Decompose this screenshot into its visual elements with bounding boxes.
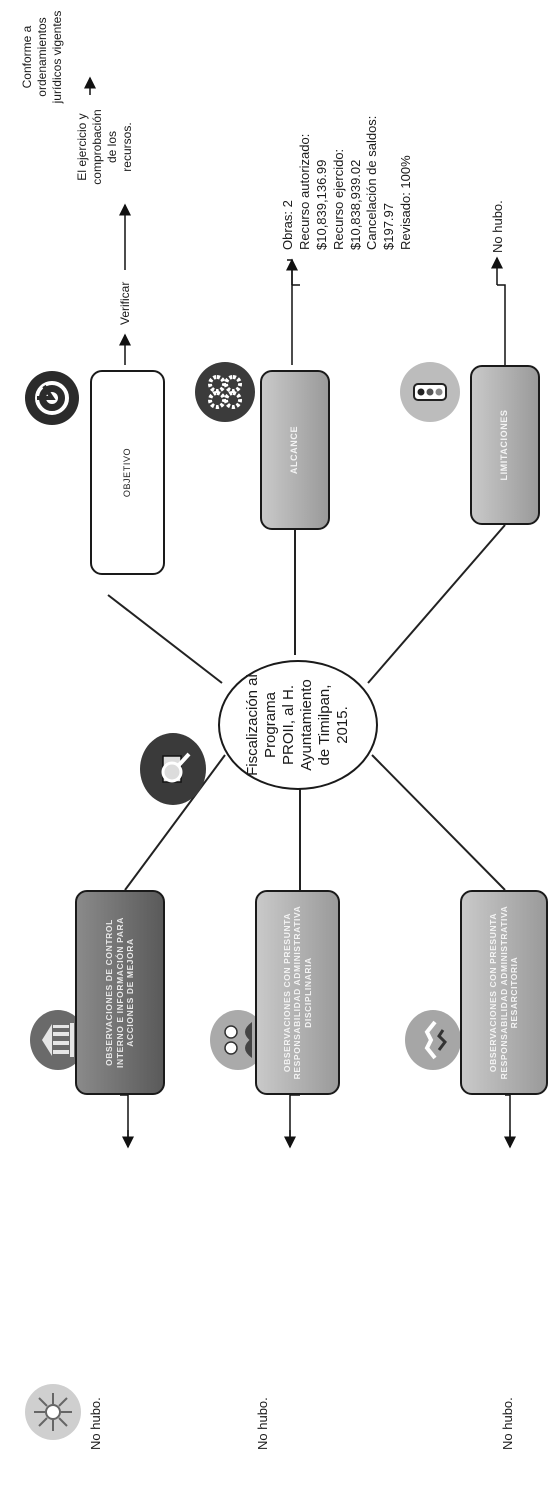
resarcitoria-label: OBSERVACIONES CON PRESUNTA RESPONSABILID… xyxy=(488,905,520,1080)
objetivo-label: OBJETIVO xyxy=(121,447,132,498)
spoke-control xyxy=(124,754,226,891)
people-icon xyxy=(210,1010,266,1070)
control-interno-result: No hubo. xyxy=(88,1397,103,1450)
central-topic-node: Fiscalización al Programa PROII, al H. A… xyxy=(218,660,378,790)
limitaciones-result: No hubo. xyxy=(490,200,505,253)
traffic-light-icon xyxy=(400,362,460,422)
arrow-limitaciones-result xyxy=(497,284,506,365)
arrow-control-result xyxy=(120,1094,129,1138)
handshake-icon xyxy=(405,1010,461,1070)
conforme-text: Conforme a ordenamientos jurídicos vigen… xyxy=(20,10,64,104)
alcance-details: Obras: 2 Recurso autorizado: $10,839,136… xyxy=(280,115,414,250)
spoke-limitaciones xyxy=(367,524,506,684)
control-interno-node: OBSERVACIONES DE CONTROL INTERNO E INFOR… xyxy=(75,890,165,1095)
spoke-resarcitoria xyxy=(371,754,506,891)
verificar-label: Verificar xyxy=(118,281,132,325)
arrow-disciplinaria-result xyxy=(289,1094,300,1138)
limitaciones-node: LIMITACIONES xyxy=(470,365,540,525)
spoke-objetivo xyxy=(107,594,223,684)
central-topic-title: Fiscalización al Programa PROII, al H. A… xyxy=(244,674,351,776)
ejercicio-text: El ejercicio y comprobación de los recur… xyxy=(75,109,134,185)
disciplinaria-label: OBSERVACIONES CON PRESUNTA RESPONSABILID… xyxy=(281,905,313,1080)
control-interno-label: OBSERVACIONES DE CONTROL INTERNO E INFOR… xyxy=(104,917,136,1068)
network-icon xyxy=(25,1384,81,1440)
resarcitoria-result: No hubo. xyxy=(500,1397,515,1450)
resarcitoria-node: OBSERVACIONES CON PRESUNTA RESPONSABILID… xyxy=(460,890,548,1095)
disciplinaria-result: No hubo. xyxy=(255,1397,270,1450)
objetivo-node: OBJETIVO xyxy=(90,370,165,575)
limitaciones-label: LIMITACIONES xyxy=(499,409,510,481)
gears-icon xyxy=(195,362,255,422)
alcance-node: ALCANCE xyxy=(260,370,330,530)
arrow-resarcitoria-result xyxy=(505,1094,511,1138)
disciplinaria-node: OBSERVACIONES CON PRESUNTA RESPONSABILID… xyxy=(255,890,340,1095)
target-icon xyxy=(25,371,79,425)
building-icon xyxy=(30,1010,86,1070)
alcance-label: ALCANCE xyxy=(289,425,300,475)
magnifier-money-icon xyxy=(140,733,206,805)
